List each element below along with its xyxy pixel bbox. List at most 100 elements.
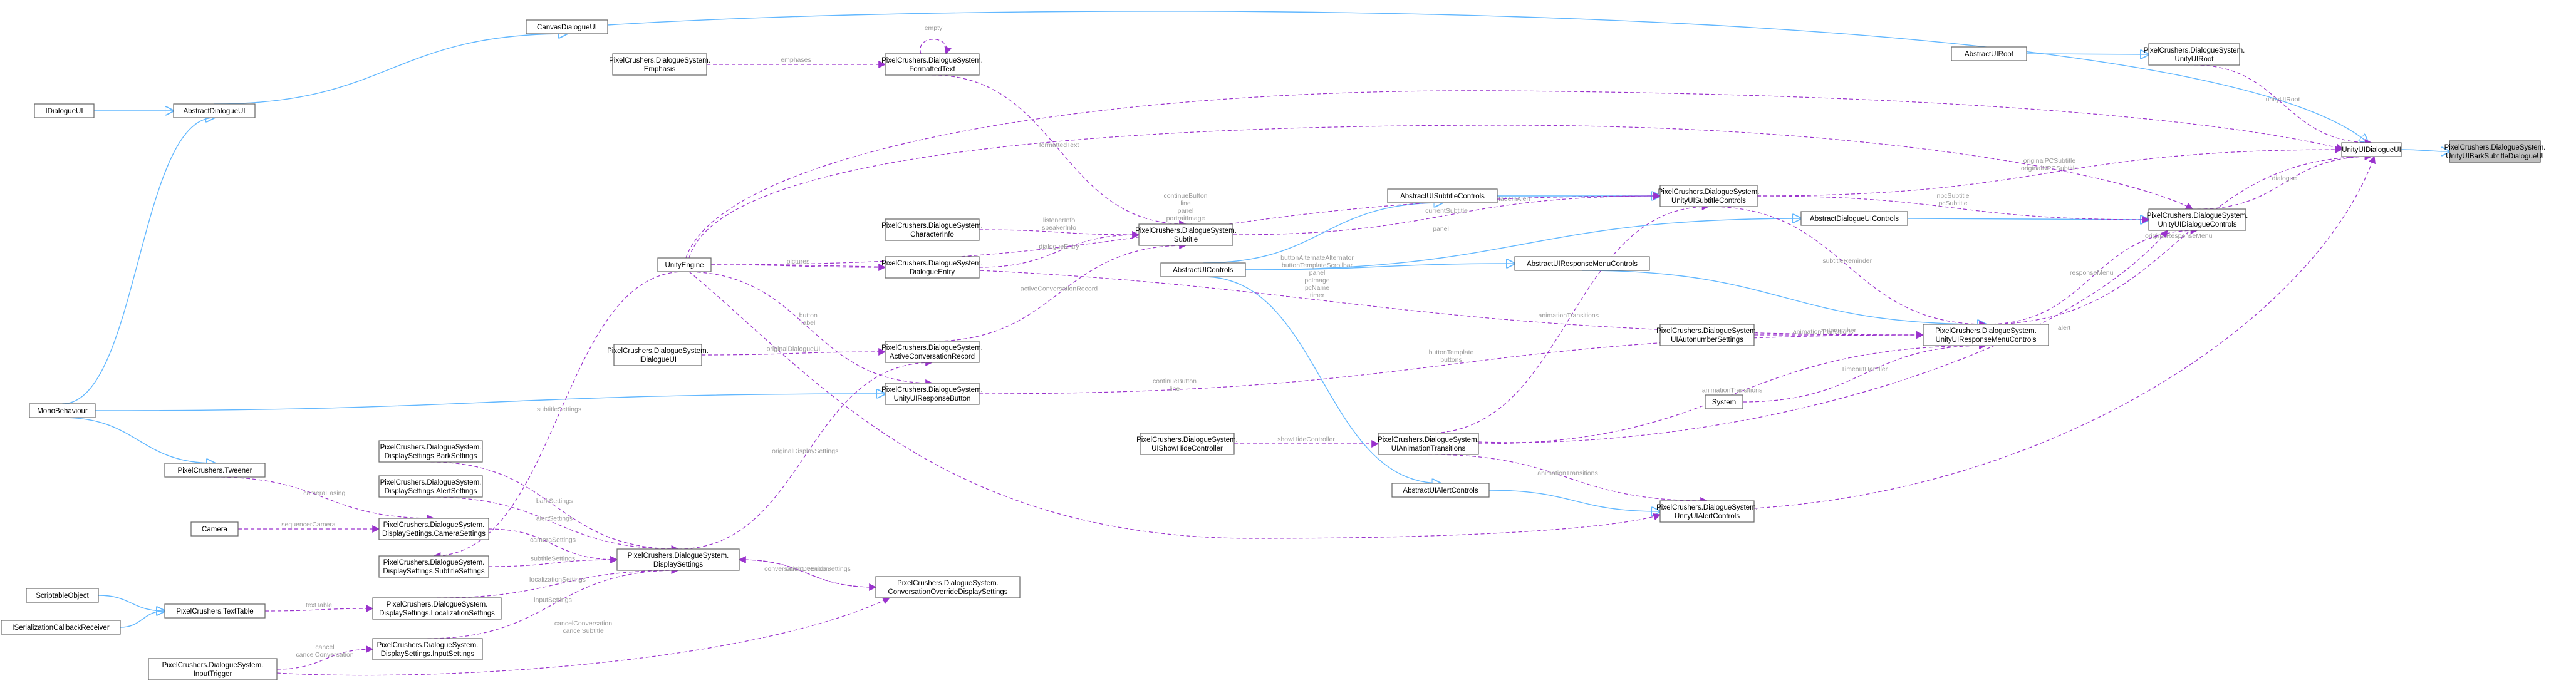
edge-label-sequencercamera: sequencerCamera [281, 521, 336, 528]
class-node-label: PixelCrushers.DialogueSystem. [387, 601, 488, 608]
usage-edge-unityuiresponsebutton-to-unityuiresponsemenucontrols [979, 331, 1924, 394]
class-node-unityengine[interactable]: UnityEngine [657, 257, 712, 272]
edge-label-timer: timer [1310, 292, 1325, 299]
class-node-barksettings[interactable]: PixelCrushers.DialogueSystem. DisplaySett… [378, 440, 483, 463]
class-node-inputsettings[interactable]: PixelCrushers.DialogueSystem.DisplaySett… [372, 638, 483, 660]
edge-label-activeconversationrecord: activeConversationRecord [1021, 285, 1098, 293]
class-node-label: PixelCrushers.DialogueSystem. [1658, 188, 1760, 196]
edge-label-showhidecontroller: showHideController [1277, 436, 1335, 443]
class-node-formattedtext[interactable]: PixelCrushers.DialogueSystem.FormattedTe… [881, 53, 983, 76]
class-node-unityuidialogueui[interactable]: UnityUIDialogueUI [2341, 142, 2402, 157]
edge-label-pcsubtitle: pcSubtitle [1938, 200, 1967, 207]
edge-label-panel: panel [1309, 269, 1326, 277]
class-node-conversationoverride[interactable]: PixelCrushers.DialogueSystem.Conversatio… [875, 576, 1021, 598]
class-node-tweener[interactable]: PixelCrushers.Tweener [164, 463, 266, 478]
class-node-label: PixelCrushers.DialogueSystem. [1935, 327, 2037, 335]
class-node-label: Subtitle [1174, 236, 1198, 244]
edge-label-localizationsettings: localizationSettings [529, 576, 586, 583]
class-node-canvasdialogueui[interactable]: CanvasDialogueUI [526, 19, 608, 34]
inheritance-edge-abstractdialogueuicontrols-to-unityuidialoguecontrols [1907, 218, 2149, 220]
class-node-label: DialogueEntry [910, 269, 955, 276]
class-node-unityuiroot[interactable]: PixelCrushers.DialogueSystem.UnityUIRoot [2144, 43, 2245, 66]
class-node-label: DisplaySettings.BarkSettings [385, 453, 477, 460]
class-node-label: DisplaySettings.InputSettings [381, 650, 475, 658]
class-node-label: UIAnimationTransitions [1391, 445, 1466, 453]
class-node-unityuiresponsemenucontrols[interactable]: PixelCrushers.DialogueSystem.UnityUIResp… [1923, 324, 2049, 346]
class-node-focus[interactable]: PixelCrushers.DialogueSystem.UnityUIBark… [2444, 140, 2546, 163]
edge-label-originaldisplaysettings: originalDisplaySettings [772, 448, 838, 455]
class-node-abstractuiresponsemenucontrols[interactable]: AbstractUIResponseMenuControls [1514, 256, 1650, 271]
class-node-label: CanvasDialogueUI [537, 24, 597, 31]
class-node-unityuisubtitlecontrols[interactable]: PixelCrushers.DialogueSystem.UnityUISubt… [1658, 185, 1760, 207]
edge-label-continuebutton: continueButton [1153, 377, 1197, 385]
edge-label-animationtransitions: animationTransitions [1539, 312, 1599, 319]
class-node-label: PixelCrushers.DialogueSystem. [380, 444, 482, 451]
edge-label-cancelconversation: cancelConversation [554, 620, 612, 627]
inheritance-edge-unityuidialogueui-to-focus [2401, 150, 2449, 151]
class-node-iserialization[interactable]: ISerializationCallbackReceiver [1, 620, 121, 635]
class-node-label: System [1712, 399, 1736, 406]
class-node-box [378, 518, 489, 540]
class-node-displaysettings[interactable]: PixelCrushers.DialogueSystem.DisplaySett… [616, 548, 740, 571]
edge-label-cameraeasing: cameraEasing [303, 490, 345, 497]
edge-label-dialogueentry: dialogueEntry [1039, 243, 1079, 250]
class-node-abstractuisubtitlecontrols[interactable]: AbstractUISubtitleControls [1387, 188, 1498, 203]
class-node-box [378, 475, 483, 498]
class-node-subtitlesettings[interactable]: PixelCrushers.DialogueSystem.DisplaySett… [378, 555, 489, 578]
class-node-idialogueui2[interactable]: PixelCrushers.DialogueSystem.IDialogueUI [607, 344, 709, 366]
class-node-unityuiresponsebutton[interactable]: PixelCrushers.DialogueSystem.UnityUIResp… [881, 383, 983, 405]
class-node-camera[interactable]: Camera [190, 521, 239, 537]
class-node-camerasettings[interactable]: PixelCrushers.DialogueSystem.DisplaySett… [378, 518, 489, 540]
class-node-monobehaviour[interactable]: MonoBehaviour [29, 403, 96, 418]
class-node-label: PixelCrushers.DialogueSystem. [2144, 47, 2245, 54]
class-node-idialogueui[interactable]: IDialogueUI [34, 103, 95, 118]
class-node-box [378, 440, 483, 463]
class-node-label: PixelCrushers.DialogueSystem. [881, 222, 983, 230]
edge-label-subtitlesettings: subtitleSettings [531, 555, 575, 563]
nodes-layer: PixelCrushers.DialogueSystem. UnityUIBark… [1, 19, 2546, 680]
edge-label-emphases: emphases [781, 56, 811, 64]
class-node-label: UnityUIBarkSubtitleDialogueUI [2446, 153, 2544, 160]
usage-edge-subtitle-to-unityuisubtitlecontrols [1232, 192, 1661, 235]
class-node-dialogueentry[interactable]: PixelCrushers.DialogueSystem.DialogueEnt… [881, 256, 983, 279]
edge-label-label: label [801, 319, 815, 327]
class-node-box [885, 256, 980, 279]
class-node-label: ScriptableObject [36, 592, 89, 600]
usage-edge-characterinfo-to-subtitle [979, 229, 1140, 239]
usage-edge-system-to-unityuiresponsemenucontrols [1742, 342, 1987, 403]
class-node-inputtrigger[interactable]: PixelCrushers.DialogueSystem.InputTrigge… [148, 658, 278, 680]
class-node-subtitle[interactable]: PixelCrushers.DialogueSystem.Subtitle [1135, 223, 1237, 246]
edge-label-dialogue: dialogue [2272, 175, 2297, 182]
usage-edge-localizationsettings-to-displaysettings [437, 567, 679, 598]
edge-label-alert: alert [2058, 324, 2071, 332]
class-node-system[interactable]: System [1705, 394, 1743, 409]
class-node-abstractdialogueuicontrols[interactable]: AbstractDialogueUIControls [1800, 211, 1908, 226]
class-node-box [173, 103, 256, 118]
class-node-localizationsettings[interactable]: PixelCrushers.DialogueSystem.DisplaySett… [372, 597, 502, 620]
usage-edge-unityuisubtitlecontrols-to-unityuiresponsemenucontrols [1708, 206, 1987, 328]
class-node-unityuialertcontrols[interactable]: PixelCrushers.DialogueSystem.UnityUIAler… [1656, 500, 1758, 523]
class-node-abstractuicontrols[interactable]: AbstractUIControls [1160, 262, 1246, 277]
edge-label-pcname: pcName [1305, 284, 1329, 292]
class-node-characterinfo[interactable]: PixelCrushers.DialogueSystem.CharacterIn… [881, 218, 983, 241]
class-node-alertsettings[interactable]: PixelCrushers.DialogueSystem.DisplaySett… [378, 475, 483, 498]
class-node-box [1514, 256, 1650, 271]
edge-label-formattedtext: formattedText [1039, 141, 1079, 149]
class-node-label: AbstractUIAlertControls [1403, 487, 1478, 495]
class-node-uiautonumbersettings[interactable]: PixelCrushers.DialogueSystem.UIAutonumbe… [1656, 324, 1758, 346]
class-node-scriptableobject[interactable]: ScriptableObject [26, 588, 99, 603]
class-node-abstractdialogueui[interactable]: AbstractDialogueUI [173, 103, 256, 118]
usage-edge-unityuisubtitlecontrols-to-unityuidialogueui [1757, 146, 2343, 197]
class-node-abstractuiroot[interactable]: AbstractUIRoot [1951, 46, 2027, 61]
class-node-label: AbstractDialogueUI [183, 108, 245, 115]
class-node-abstractuialertcontrols[interactable]: AbstractUIAlertControls [1391, 483, 1490, 498]
class-node-emphasis[interactable]: PixelCrushers.DialogueSystem.Emphasis [609, 53, 710, 76]
class-node-uishowhidecontroller[interactable]: PixelCrushers.DialogueSystem.UIShowHideC… [1136, 433, 1238, 455]
inheritance-edge-abstractuicontrols-to-abstractuialertcontrols [1203, 276, 1441, 483]
class-node-uianimationtransitions[interactable]: PixelCrushers.DialogueSystem.UIAnimation… [1378, 433, 1479, 455]
class-node-label: PixelCrushers.DialogueSystem. [1136, 436, 1238, 444]
class-node-label: AbstractDialogueUIControls [1810, 215, 1899, 223]
class-node-activeconversationrecord[interactable]: PixelCrushers.DialogueSystem.ActiveConve… [881, 341, 983, 363]
class-node-texttable[interactable]: PixelCrushers.TextTable [164, 603, 266, 619]
class-node-unityuidialoguecontrols[interactable]: PixelCrushers.DialogueSystem.UnityUIDial… [2147, 208, 2248, 231]
